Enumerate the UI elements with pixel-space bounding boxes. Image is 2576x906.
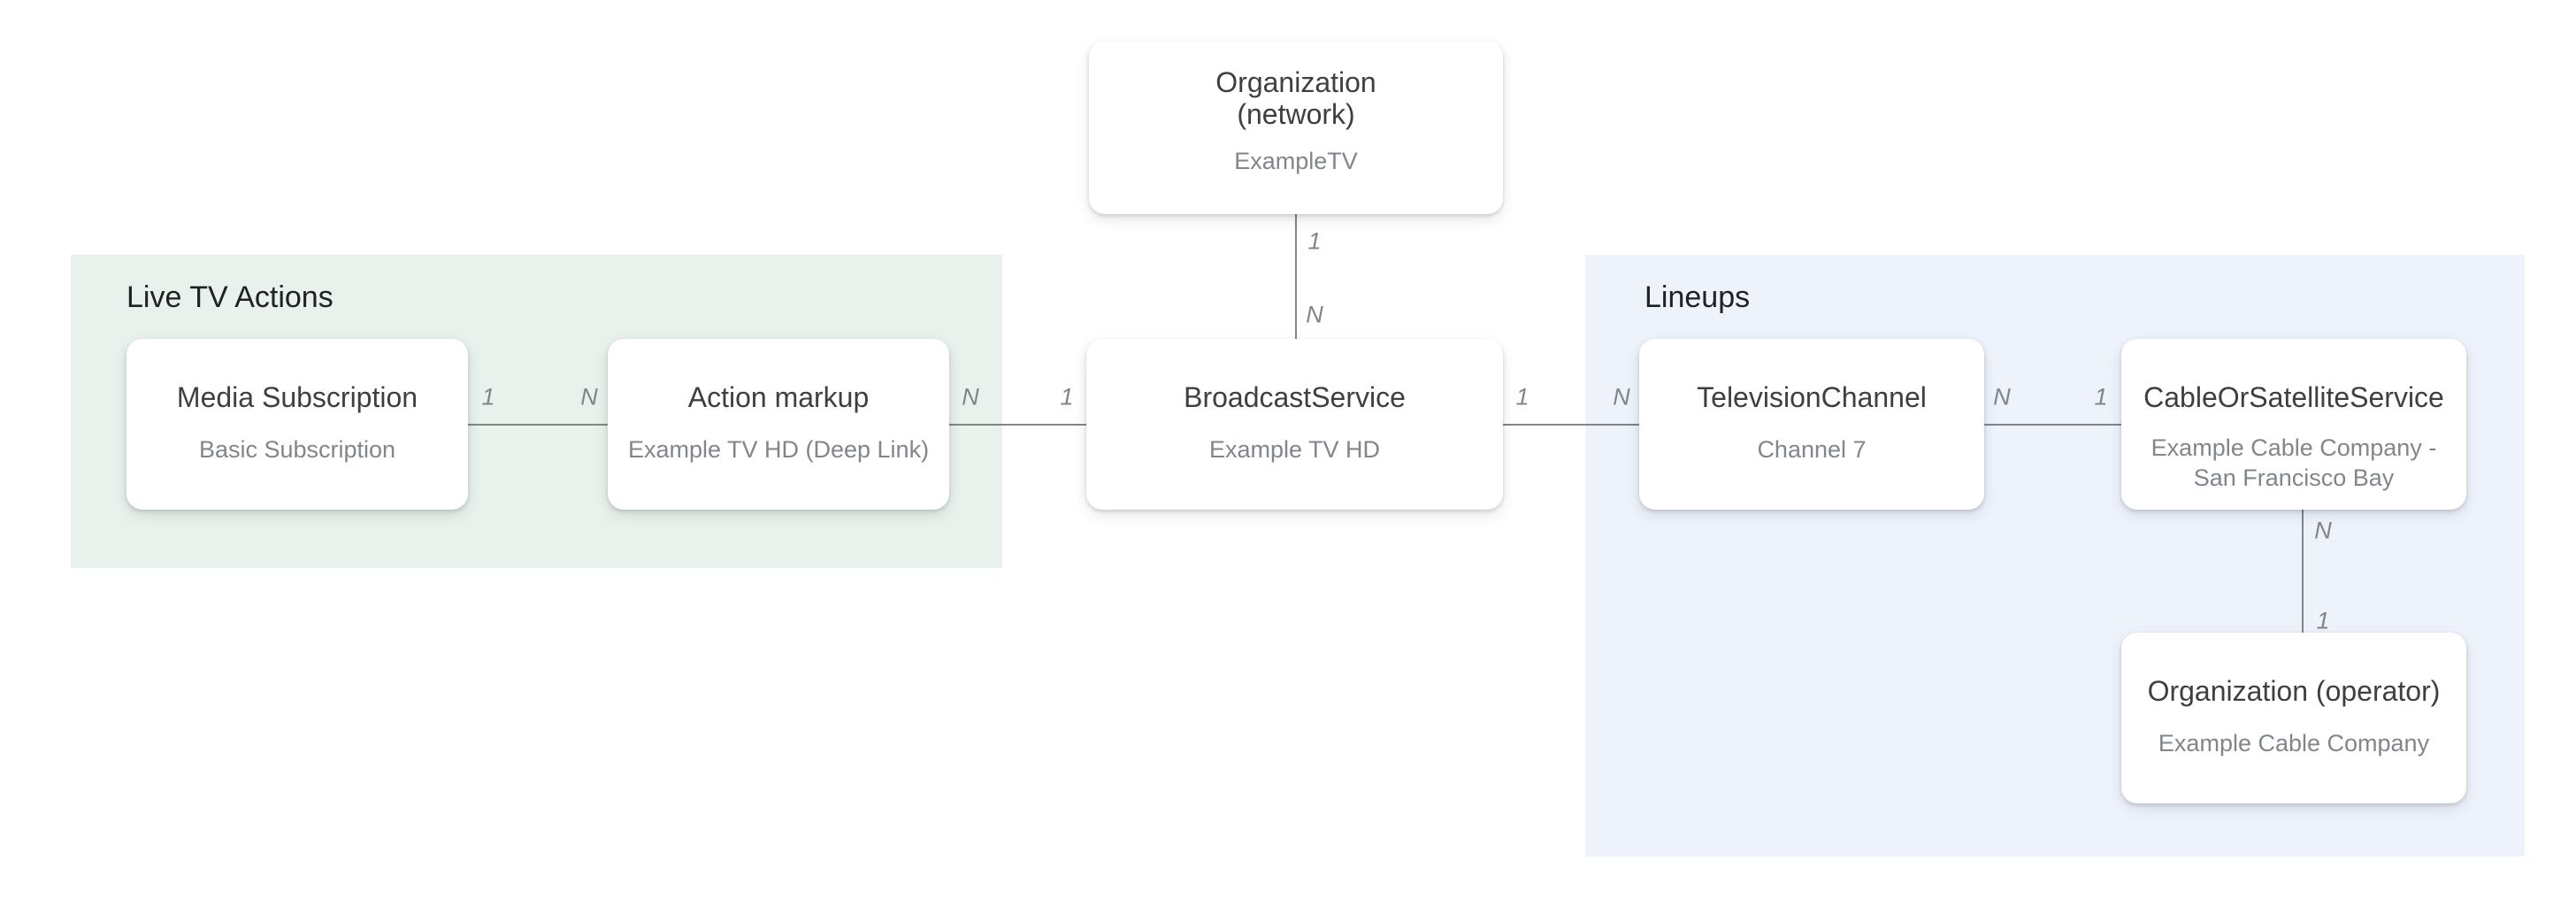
node-subtitle: Example Cable Company - San Francisco Ba… <box>2150 434 2437 491</box>
cardinality-network-end: 1 <box>1307 227 1322 255</box>
node-subtitle: Channel 7 <box>1757 436 1867 463</box>
node-organization-network: Organization (network) ExampleTV <box>1089 41 1503 214</box>
edge-network-to-broadcast-line <box>1295 214 1297 339</box>
node-subtitle: Example Cable Company <box>2158 730 2430 756</box>
node-action-markup: Action markup Example TV HD (Deep Link) <box>608 339 949 510</box>
cardinality-action-left-end: N <box>580 383 598 411</box>
node-title: Organization (operator) <box>2147 675 2441 707</box>
edge-media-to-action-line <box>468 424 608 426</box>
edge-channel-to-cable-line <box>1984 424 2121 426</box>
node-cable-or-satellite-service: CableOrSatelliteService Example Cable Co… <box>2121 339 2466 510</box>
cardinality-cable-bottom-end: N <box>2314 517 2332 544</box>
edge-action-to-broadcast-line <box>949 424 1086 426</box>
node-title-line1: Organization <box>1215 66 1376 98</box>
node-subtitle: Example TV HD <box>1208 436 1381 463</box>
edge-broadcast-to-channel-line <box>1503 424 1639 426</box>
node-subtitle: Basic Subscription <box>198 436 396 463</box>
cardinality-channel-left-end: N <box>1613 383 1630 411</box>
cardinality-broadcast-end: N <box>1306 301 1323 328</box>
node-title: TelevisionChannel <box>1697 381 1927 413</box>
node-title: BroadcastService <box>1184 381 1406 413</box>
cardinality-broadcast-right-end: 1 <box>1515 383 1530 411</box>
node-title-line2: (network) <box>1237 98 1355 130</box>
cardinality-cable-left-end: 1 <box>2094 383 2108 411</box>
cardinality-channel-right-end: N <box>1993 383 2011 411</box>
node-organization-operator: Organization (operator) Example Cable Co… <box>2121 633 2466 803</box>
cardinality-media-end: 1 <box>481 383 495 411</box>
node-media-subscription: Media Subscription Basic Subscription <box>126 339 468 510</box>
cardinality-action-right-end: N <box>962 383 979 411</box>
group-title-lineups: Lineups <box>1644 280 1751 314</box>
edge-cable-to-operator-line <box>2302 510 2304 633</box>
node-television-channel: TelevisionChannel Channel 7 <box>1639 339 1984 510</box>
node-title: Media Subscription <box>176 381 418 413</box>
node-subtitle: ExampleTV <box>1234 148 1358 174</box>
node-title: CableOrSatelliteService <box>2143 381 2444 413</box>
cardinality-operator-end: 1 <box>2316 607 2330 634</box>
node-title: Organization (network) <box>1089 66 1503 130</box>
cardinality-broadcast-left-end: 1 <box>1060 383 1074 411</box>
node-subtitle: Example TV HD (Deep Link) <box>627 436 930 463</box>
node-title: Action markup <box>687 381 870 413</box>
node-broadcast-service: BroadcastService Example TV HD <box>1086 339 1503 510</box>
group-title-live-tv-actions: Live TV Actions <box>126 280 334 314</box>
